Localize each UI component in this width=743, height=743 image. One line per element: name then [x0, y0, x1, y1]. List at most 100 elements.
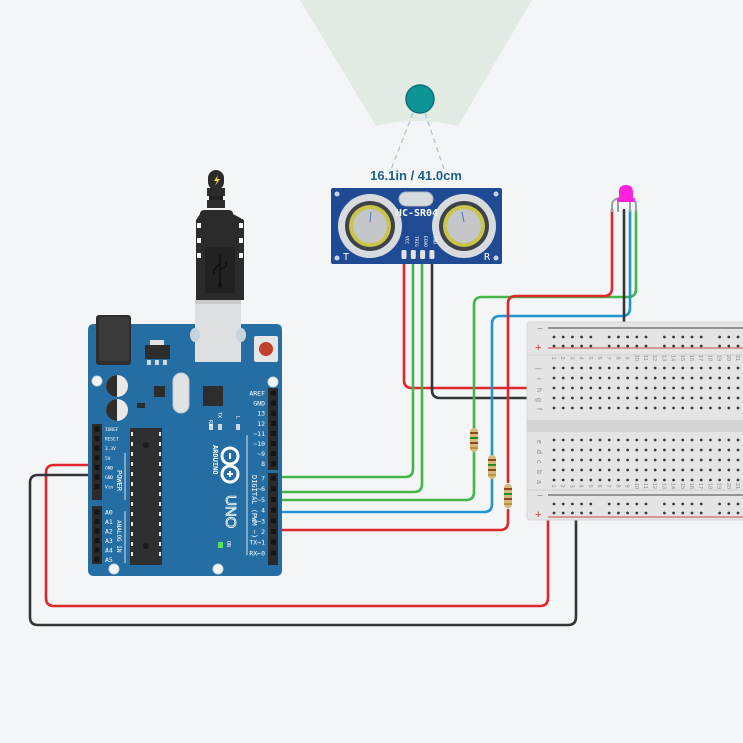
- breadboard-hole[interactable]: [571, 468, 574, 472]
- breadboard-hole[interactable]: [626, 448, 629, 452]
- breadboard-hole[interactable]: [580, 458, 583, 462]
- breadboard-hole[interactable]: [699, 396, 703, 400]
- digital-pin[interactable]: [271, 420, 276, 426]
- breadboard-hole[interactable]: [561, 438, 565, 442]
- digital-pin[interactable]: [271, 430, 276, 436]
- rail-hole[interactable]: [626, 511, 629, 515]
- rail-hole[interactable]: [580, 502, 583, 506]
- breadboard-hole[interactable]: [663, 366, 666, 370]
- breadboard-hole[interactable]: [653, 376, 657, 380]
- rail-hole[interactable]: [635, 344, 639, 348]
- rail-hole[interactable]: [644, 502, 648, 506]
- breadboard-hole[interactable]: [727, 478, 731, 482]
- breadboard-hole[interactable]: [699, 438, 703, 442]
- wire-pin5-blue[interactable]: [273, 478, 494, 514]
- breadboard-hole[interactable]: [672, 458, 675, 462]
- digital-pin[interactable]: [271, 529, 276, 534]
- breadboard-hole[interactable]: [571, 366, 574, 370]
- rail-hole[interactable]: [552, 502, 556, 506]
- breadboard-hole[interactable]: [718, 376, 721, 380]
- rail-hole[interactable]: [635, 502, 639, 506]
- rail-hole[interactable]: [690, 511, 694, 515]
- rail-hole[interactable]: [736, 511, 740, 515]
- breadboard-hole[interactable]: [699, 478, 703, 482]
- breadboard-hole[interactable]: [607, 458, 611, 462]
- rail-hole[interactable]: [644, 511, 648, 515]
- power-pin[interactable]: [94, 426, 100, 432]
- breadboard-hole[interactable]: [653, 366, 657, 370]
- breadboard-hole[interactable]: [699, 406, 703, 410]
- breadboard-hole[interactable]: [709, 386, 712, 390]
- breadboard-hole[interactable]: [598, 366, 602, 370]
- rail-hole[interactable]: [626, 344, 629, 348]
- breadboard-hole[interactable]: [598, 376, 602, 380]
- rail-hole[interactable]: [580, 511, 583, 515]
- rail-hole[interactable]: [699, 511, 703, 515]
- rail-hole[interactable]: [617, 335, 620, 339]
- breadboard-hole[interactable]: [571, 478, 574, 482]
- breadboard-hole[interactable]: [617, 448, 620, 452]
- breadboard-hole[interactable]: [718, 448, 721, 452]
- breadboard-hole[interactable]: [663, 448, 666, 452]
- breadboard-hole[interactable]: [690, 448, 694, 452]
- breadboard-hole[interactable]: [626, 478, 629, 482]
- breadboard-hole[interactable]: [626, 386, 629, 390]
- rail-hole[interactable]: [736, 344, 740, 348]
- breadboard-hole[interactable]: [736, 478, 740, 482]
- breadboard-hole[interactable]: [607, 438, 611, 442]
- breadboard-hole[interactable]: [672, 468, 675, 472]
- breadboard-hole[interactable]: [709, 406, 712, 410]
- rail-hole[interactable]: [580, 335, 583, 339]
- breadboard-hole[interactable]: [644, 366, 648, 370]
- power-pin[interactable]: [94, 445, 100, 451]
- breadboard-hole[interactable]: [617, 406, 620, 410]
- breadboard-hole[interactable]: [635, 438, 639, 442]
- breadboard-hole[interactable]: [607, 406, 611, 410]
- wire-sensor-echo[interactable]: [273, 260, 424, 494]
- breadboard-hole[interactable]: [552, 406, 556, 410]
- breadboard-hole[interactable]: [709, 376, 712, 380]
- wire-led-red[interactable]: [506, 208, 614, 484]
- breadboard-hole[interactable]: [699, 376, 703, 380]
- breadboard-hole[interactable]: [617, 478, 620, 482]
- rail-hole[interactable]: [681, 511, 685, 515]
- rgb-led[interactable]: [611, 185, 637, 212]
- breadboard-hole[interactable]: [607, 386, 611, 390]
- breadboard-hole[interactable]: [607, 478, 611, 482]
- rail-hole[interactable]: [727, 502, 731, 506]
- breadboard-hole[interactable]: [709, 468, 712, 472]
- rail-hole[interactable]: [690, 344, 694, 348]
- wire-led-blue[interactable]: [490, 208, 632, 457]
- resistor[interactable]: [504, 484, 512, 508]
- rail-hole[interactable]: [736, 335, 740, 339]
- rail-hole[interactable]: [681, 502, 685, 506]
- rail-hole[interactable]: [552, 344, 556, 348]
- rail-hole[interactable]: [635, 511, 639, 515]
- breadboard-hole[interactable]: [589, 438, 593, 442]
- breadboard-hole[interactable]: [635, 406, 639, 410]
- breadboard-hole[interactable]: [552, 376, 556, 380]
- rail-hole[interactable]: [552, 335, 556, 339]
- breadboard-hole[interactable]: [653, 458, 657, 462]
- breadboard-hole[interactable]: [736, 438, 740, 442]
- breadboard-hole[interactable]: [580, 478, 583, 482]
- breadboard-hole[interactable]: [571, 396, 574, 400]
- breadboard-hole[interactable]: [644, 468, 648, 472]
- breadboard-hole[interactable]: [672, 376, 675, 380]
- rail-hole[interactable]: [617, 344, 620, 348]
- breadboard-hole[interactable]: [571, 448, 574, 452]
- wire-sensor-trig[interactable]: [273, 260, 415, 479]
- breadboard-hole[interactable]: [626, 396, 629, 400]
- breadboard-hole[interactable]: [598, 448, 602, 452]
- breadboard-hole[interactable]: [552, 448, 556, 452]
- breadboard-hole[interactable]: [718, 386, 721, 390]
- breadboard-hole[interactable]: [635, 478, 639, 482]
- breadboard-hole[interactable]: [552, 478, 556, 482]
- digital-pin[interactable]: [271, 496, 276, 502]
- breadboard-hole[interactable]: [589, 478, 593, 482]
- breadboard-hole[interactable]: [626, 468, 629, 472]
- breadboard-hole[interactable]: [690, 386, 694, 390]
- digital-pin[interactable]: [271, 475, 276, 481]
- breadboard-hole[interactable]: [672, 406, 675, 410]
